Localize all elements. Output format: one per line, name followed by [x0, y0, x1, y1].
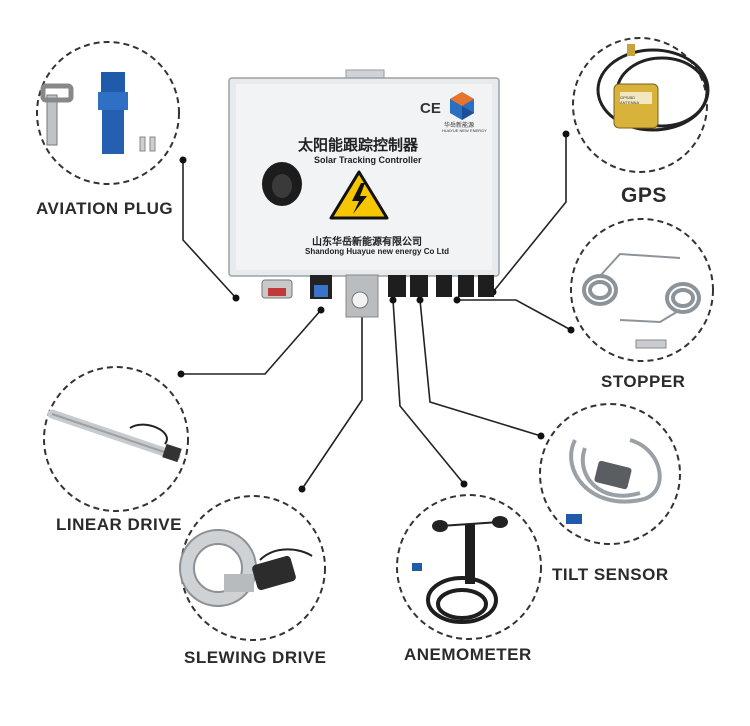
line-tilt-sensor: [419, 299, 542, 437]
circle-stopper: [570, 218, 714, 362]
controller-title-en: Solar Tracking Controller: [314, 155, 422, 165]
linear-drive-image: [47, 409, 182, 463]
label-linear-drive: LINEAR DRIVE: [56, 515, 182, 534]
line-gps: [492, 134, 567, 293]
line-anemometer: [392, 299, 465, 485]
label-stopper: STOPPER: [601, 372, 686, 391]
line-slewing-drive: [301, 302, 363, 490]
line-stopper: [457, 299, 572, 331]
gps-antenna-image: [596, 44, 710, 132]
label-slewing-drive: SLEWING DRIVE: [184, 648, 327, 667]
stopper-image: [582, 252, 701, 349]
label-anemometer: ANEMOMETER: [404, 645, 532, 664]
brand-name-cn: 华岳新能源: [444, 122, 475, 129]
company-name-cn: 山东华岳新能源有限公司: [312, 237, 422, 248]
line-linear-drive: [181, 309, 322, 375]
tilt-sensor-image: [566, 438, 662, 524]
label-gps: GPS: [621, 184, 667, 207]
brand-logo-icon: [450, 92, 474, 120]
aviation-plug-image: [40, 72, 156, 154]
brand-name-en: HUAYUE NEW ENERGY: [442, 128, 487, 133]
label-aviation-plug: AVIATION PLUG: [36, 199, 174, 218]
cable-glands: [261, 274, 494, 318]
slewing-drive-image: [179, 529, 313, 607]
ce-mark-icon: CE: [420, 100, 441, 117]
label-tilt-sensor: TILT SENSOR: [552, 565, 669, 584]
controller-title-cn: 太阳能跟踪控制器: [298, 136, 419, 154]
connector-lines: [181, 134, 572, 490]
line-aviation-plug: [182, 160, 237, 299]
anemometer-image: [412, 516, 508, 624]
gps-antenna-label: GPS/BD ANTENNA: [620, 95, 640, 105]
controller-box: CE: [228, 69, 500, 318]
company-name-en: Shandong Huayue new energy Co Ltd: [305, 247, 450, 256]
warning-high-voltage-icon: [329, 170, 389, 220]
